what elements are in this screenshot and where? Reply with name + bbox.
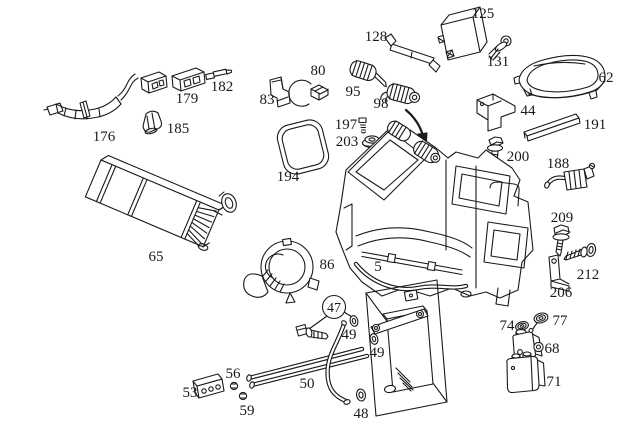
label-56: 56	[226, 366, 242, 382]
label-74: 74	[500, 318, 516, 334]
part-49-o-ring-b	[369, 333, 379, 345]
part-131-screw	[488, 35, 512, 61]
label-44: 44	[521, 103, 537, 119]
part-182-pin	[205, 68, 233, 81]
label-68: 68	[545, 341, 560, 357]
part-197-screw	[358, 117, 367, 134]
label-48: 48	[354, 406, 369, 422]
label-191: 191	[584, 117, 607, 133]
part-206-bracket	[548, 254, 570, 292]
part-44-bracket	[476, 93, 516, 132]
part-47-bolt	[295, 323, 329, 340]
part-74-washer	[515, 321, 529, 331]
label-179: 179	[176, 91, 199, 107]
part-56-nut	[229, 381, 239, 391]
part-80-clip	[288, 79, 329, 107]
part-49-o-ring-a	[349, 315, 359, 327]
label-95: 95	[346, 84, 361, 100]
part-194-seal-ring	[276, 119, 330, 175]
part-95-temp-sensor	[349, 59, 387, 88]
part-191-seal-strip	[523, 113, 581, 142]
label-98: 98	[374, 96, 389, 112]
part-179-connector	[171, 67, 206, 92]
label-206: 206	[550, 285, 573, 301]
label-59: 59	[240, 403, 255, 419]
label-128: 128	[365, 29, 388, 45]
part-48-o-ring	[355, 388, 367, 402]
part-86-blower-motor	[243, 237, 320, 304]
callout-47	[308, 294, 353, 330]
part-212-screw	[563, 243, 597, 261]
part-50-refrigerant-pipes	[246, 320, 370, 405]
label-47: 47	[327, 301, 341, 316]
part-200-bolt	[486, 136, 504, 164]
part-77-washer	[529, 312, 549, 334]
label-212: 212	[577, 267, 600, 283]
label-197: 197	[335, 117, 358, 133]
label-5: 5	[374, 259, 382, 275]
label-77: 77	[553, 313, 569, 329]
label-194: 194	[277, 169, 300, 185]
label-80: 80	[311, 63, 326, 79]
label-203: 203	[336, 134, 359, 150]
part-71-valve-block	[506, 351, 546, 394]
part-83-bracket	[269, 76, 291, 108]
part-labels: 176 179 182 185 83 80 95 98 128 125 131 …	[93, 6, 614, 422]
part-188-actuator	[544, 162, 596, 191]
label-49b: 49	[370, 345, 385, 361]
part-98-temp-sensor	[380, 82, 421, 105]
label-86: 86	[320, 257, 336, 273]
label-53: 53	[183, 385, 198, 401]
part-176-wiring-harness	[43, 71, 168, 120]
part-209-screw	[552, 224, 571, 257]
label-209: 209	[551, 210, 574, 226]
label-185: 185	[167, 121, 190, 137]
part-62-cover	[513, 54, 606, 100]
label-71: 71	[547, 374, 562, 390]
label-131: 131	[487, 54, 510, 70]
part-5-hvac-housing	[335, 120, 534, 307]
label-176: 176	[93, 129, 116, 145]
part-128-bracket	[384, 33, 441, 73]
part-53-clamp-block	[192, 373, 225, 399]
part-59-nut	[238, 391, 248, 401]
part-125-control-module	[437, 6, 488, 61]
label-83: 83	[260, 92, 275, 108]
label-125: 125	[472, 6, 495, 22]
part-65-evaporator-core	[84, 154, 237, 251]
label-65: 65	[149, 249, 164, 265]
label-182: 182	[211, 79, 234, 95]
aux-heat-exchanger	[370, 289, 434, 394]
label-49a: 49	[342, 327, 357, 343]
label-188: 188	[547, 156, 570, 172]
label-200: 200	[507, 149, 530, 165]
label-50: 50	[300, 376, 315, 392]
label-62: 62	[599, 70, 614, 86]
part-185-grommet	[142, 110, 163, 135]
